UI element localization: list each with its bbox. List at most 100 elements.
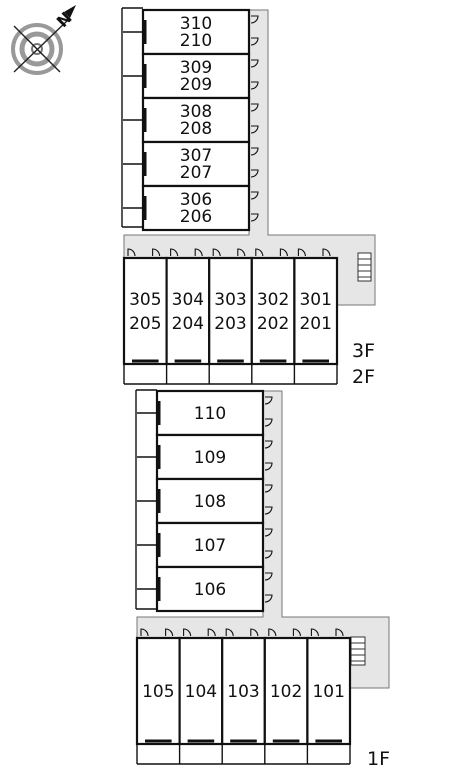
door-icon — [264, 396, 273, 405]
door-icon — [268, 628, 277, 637]
door-icon — [250, 125, 259, 134]
unit[interactable]: 102 — [263, 628, 309, 764]
unit-number: 108 — [194, 492, 226, 512]
unit-outline — [165, 256, 211, 366]
unit-outline — [208, 256, 253, 366]
door-icon — [212, 248, 221, 257]
door-icon — [264, 440, 273, 449]
unit[interactable]: 106 — [137, 565, 273, 613]
unit-number: 207 — [180, 163, 212, 183]
door-icon — [194, 248, 203, 257]
door-icon — [250, 628, 259, 637]
unit-outline — [306, 636, 352, 746]
unit-number: 301 — [299, 290, 331, 310]
floor-label-2f: 2F — [352, 366, 375, 388]
unit-outline — [221, 636, 266, 746]
door-icon — [250, 103, 259, 112]
unit-number: 202 — [257, 314, 289, 334]
door-icon — [264, 594, 273, 603]
door-icon — [264, 550, 273, 559]
unit-number: 104 — [185, 682, 217, 702]
unit-number: 205 — [129, 314, 161, 334]
unit-number: 310 — [180, 14, 212, 34]
door-icon — [237, 248, 246, 257]
unit[interactable]: 107 — [137, 521, 273, 569]
unit-number: 309 — [180, 58, 212, 78]
unit-number: 206 — [180, 207, 212, 227]
door-icon — [127, 248, 136, 257]
unit[interactable]: 104 — [178, 628, 224, 764]
unit-number: 107 — [194, 536, 226, 556]
unit[interactable]: 105 — [135, 628, 181, 764]
unit-outline — [135, 636, 181, 746]
door-icon — [264, 418, 273, 427]
unit[interactable]: 110 — [137, 389, 273, 437]
unit-number: 110 — [194, 404, 226, 424]
upper-stairs-icon — [357, 252, 372, 282]
door-icon — [279, 248, 288, 257]
door-icon — [225, 628, 234, 637]
door-icon — [183, 628, 192, 637]
door-icon — [292, 628, 301, 637]
unit-number: 304 — [172, 290, 204, 310]
door-icon — [152, 248, 161, 257]
door-icon — [264, 528, 273, 537]
unit-number: 305 — [129, 290, 161, 310]
door-icon — [250, 81, 259, 90]
unit-number: 201 — [299, 314, 331, 334]
unit-number: 302 — [257, 290, 289, 310]
floor-label-1f: 1F — [367, 748, 390, 770]
unit-number: 306 — [180, 190, 212, 210]
door-icon — [264, 572, 273, 581]
unit[interactable]: 101 — [306, 628, 352, 764]
door-icon — [250, 191, 259, 200]
unit-number: 208 — [180, 119, 212, 139]
door-icon — [207, 628, 216, 637]
door-icon — [250, 59, 259, 68]
door-icon — [250, 213, 259, 222]
unit-outline — [155, 477, 265, 525]
door-icon — [335, 628, 344, 637]
unit-number: 210 — [180, 31, 212, 51]
unit-outline — [141, 96, 251, 144]
unit-number: 101 — [312, 682, 344, 702]
unit-outline — [141, 184, 251, 232]
door-icon — [250, 147, 259, 156]
door-icon — [297, 248, 306, 257]
unit-number: 105 — [142, 682, 174, 702]
unit-outline — [178, 636, 224, 746]
door-icon — [165, 628, 174, 637]
compass-rose-icon: N — [11, 5, 76, 75]
unit[interactable]: 108 — [137, 477, 273, 525]
door-icon — [140, 628, 149, 637]
door-icon — [322, 248, 331, 257]
unit[interactable]: 103 — [221, 628, 266, 764]
unit[interactable]: 109 — [137, 433, 273, 481]
floor-label-3f: 3F — [352, 340, 375, 362]
door-icon — [264, 506, 273, 515]
unit-outline — [293, 256, 339, 366]
lower-column-units: 110 109 108 107 106 — [137, 389, 273, 613]
unit-number: 303 — [214, 290, 246, 310]
unit-number: 103 — [227, 682, 259, 702]
door-icon — [255, 248, 264, 257]
door-icon — [170, 248, 179, 257]
door-icon — [250, 15, 259, 24]
door-icon — [264, 462, 273, 471]
door-icon — [250, 169, 259, 178]
